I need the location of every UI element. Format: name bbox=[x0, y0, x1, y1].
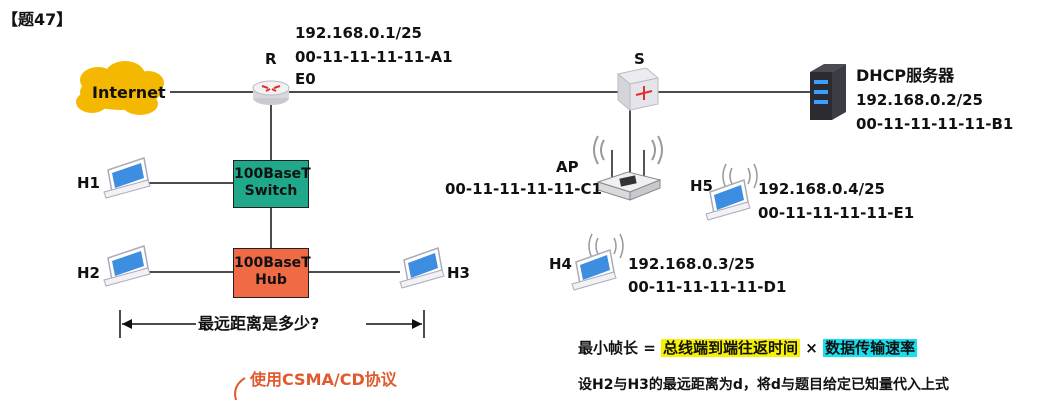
h4-ip: 192.168.0.3/25 bbox=[628, 255, 755, 273]
formula-times: × bbox=[805, 339, 818, 357]
formula-term2: 数据传输速率 bbox=[823, 339, 918, 357]
router-icon bbox=[252, 80, 290, 105]
switch-box: 100BaseT Switch bbox=[233, 160, 311, 208]
internet-cloud-icon bbox=[76, 61, 164, 115]
hub-line2: Hub bbox=[255, 272, 287, 288]
protocol-bracket bbox=[234, 377, 246, 400]
dhcp-ip: 192.168.0.2/25 bbox=[856, 91, 983, 109]
h5-mac: 00-11-11-11-11-E1 bbox=[758, 204, 915, 222]
distance-arrow-left bbox=[122, 319, 132, 329]
h4-label: H4 bbox=[549, 255, 572, 273]
protocol-note: 使用CSMA/CD协议 bbox=[250, 370, 397, 389]
hub-box: 100BaseT Hub bbox=[233, 248, 311, 298]
hub-line1: 100BaseT bbox=[234, 255, 311, 271]
ap-label: AP bbox=[556, 158, 579, 176]
dhcp-mac: 00-11-11-11-11-B1 bbox=[856, 115, 1014, 133]
h1-laptop-icon bbox=[103, 157, 151, 199]
h2-label: H2 bbox=[77, 264, 100, 282]
dhcp-server-icon bbox=[810, 64, 846, 120]
formula-prefix: 最小帧长 = bbox=[578, 339, 656, 357]
switch-line1: 100BaseT bbox=[234, 166, 311, 182]
router-mac: 00-11-11-11-11-A1 bbox=[295, 48, 453, 66]
h3-label: H3 bbox=[447, 264, 470, 282]
hint-text: 设H2与H3的最远距离为d，将d与题目给定已知量代入上式 bbox=[578, 377, 949, 393]
formula-term1: 总线端到端往返时间 bbox=[661, 339, 801, 357]
ap-mac: 00-11-11-11-11-C1 bbox=[445, 180, 602, 198]
switch-s-label: S bbox=[634, 50, 645, 68]
h4-laptop-icon bbox=[571, 233, 624, 291]
router-label: R bbox=[265, 50, 277, 68]
router-port: E0 bbox=[295, 70, 316, 88]
distance-arrow-right bbox=[412, 319, 422, 329]
question-label: 【题47】 bbox=[2, 10, 73, 29]
switch-s-icon bbox=[616, 67, 660, 112]
router-ip: 192.168.0.1/25 bbox=[295, 24, 422, 42]
dhcp-title: DHCP服务器 bbox=[856, 66, 955, 85]
access-point-icon bbox=[593, 135, 663, 201]
switch-line2: Switch bbox=[244, 183, 298, 199]
h3-laptop-icon bbox=[399, 246, 445, 289]
h5-ip: 192.168.0.4/25 bbox=[758, 180, 885, 198]
h4-mac: 00-11-11-11-11-D1 bbox=[628, 278, 787, 296]
h5-laptop-icon bbox=[705, 163, 758, 221]
distance-question: 最远距离是多少? bbox=[198, 314, 320, 333]
formula: 最小帧长 = 总线端到端往返时间 × 数据传输速率 bbox=[578, 339, 918, 358]
h2-laptop-icon bbox=[103, 245, 151, 287]
h1-label: H1 bbox=[77, 174, 100, 192]
internet-label: Internet bbox=[92, 83, 166, 102]
h5-label: H5 bbox=[690, 177, 713, 195]
